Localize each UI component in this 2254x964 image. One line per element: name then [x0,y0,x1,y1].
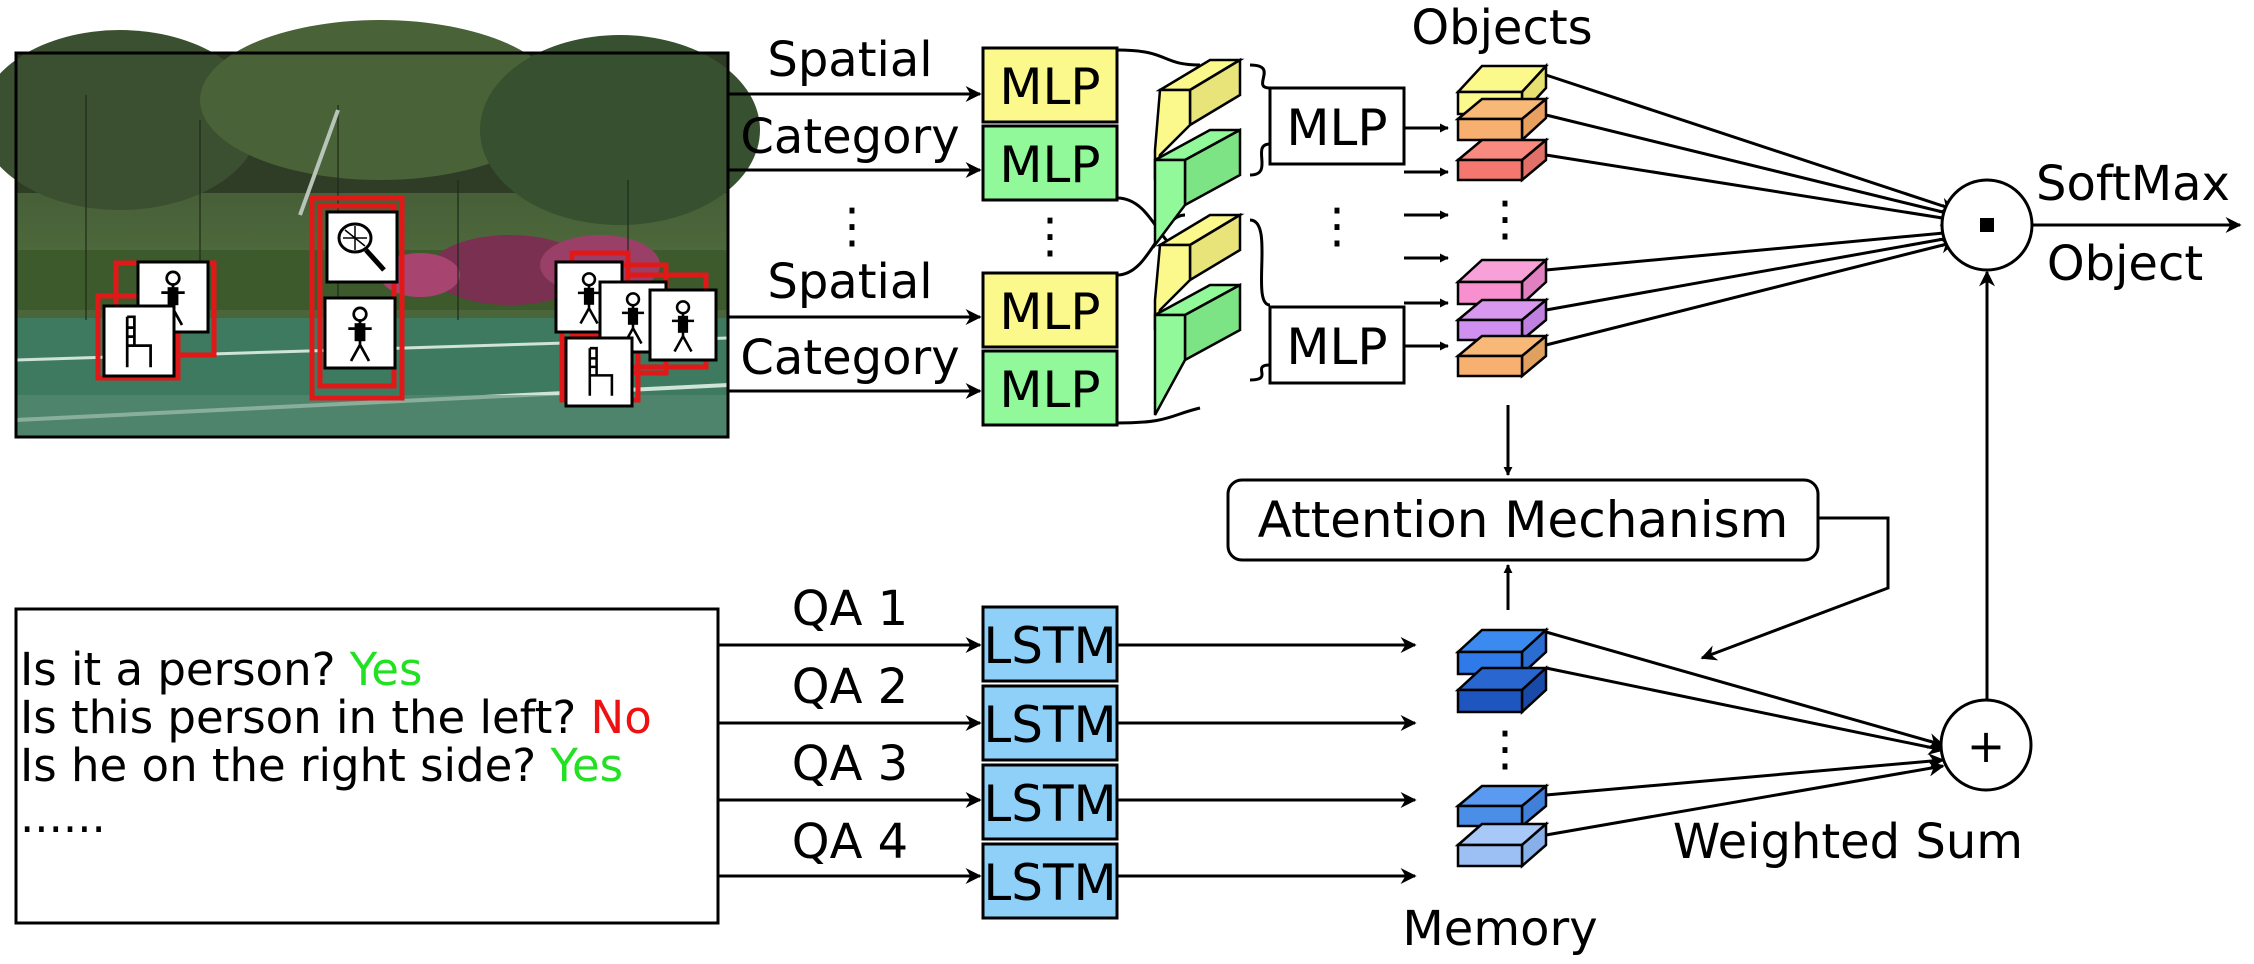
qa-label-2: QA 2 [792,659,908,715]
scene-photo [0,20,760,439]
mlp-fusion-2: MLP [1268,305,1406,385]
dots-mlp: ⋮ [1026,208,1074,264]
dialogue-line-3: Is he on the right side? Yes [20,739,623,792]
svg-text:LSTM: LSTM [983,617,1116,675]
spatial-label-1: Spatial [767,32,932,88]
weighted-sum-label: Weighted Sum [1673,814,2023,870]
mlp-spatial-2: MLP [981,271,1119,349]
dialogue-ellipsis: ...... [20,790,106,843]
memory-to-sum-arrows [1545,630,1945,837]
person-icon [323,296,397,370]
feature-arrows-top [728,86,982,399]
object-to-dot-arrows [1545,73,1957,347]
dots-memory: ⋮ [1481,721,1529,777]
mlp-fusion-1: MLP [1268,86,1406,166]
concat-block-1 [1153,57,1245,249]
object-features-top [1454,62,1550,183]
dots-fusion: ⋮ [1313,198,1361,254]
memory-label: Memory [1402,901,1597,957]
dot-product-node [1940,178,2034,272]
dialogue-line-2: Is this person in the left? No [20,691,652,744]
lstm-4: LSTM [981,842,1119,920]
svg-text:MLP: MLP [999,58,1100,116]
memory-features-bottom [1454,783,1550,869]
svg-text:MLP: MLP [1286,99,1387,157]
chair-icon [102,304,176,378]
category-label-2: Category [740,330,959,386]
chair-icon [564,336,634,408]
svg-text:MLP: MLP [1286,318,1387,376]
object-arrows [1404,123,1449,351]
spatial-label-2: Spatial [767,254,932,310]
dialogue-line-1: Is it a person? Yes [20,643,422,696]
qa-arrows [718,637,982,884]
qa-label-3: QA 3 [792,736,908,792]
svg-text:MLP: MLP [999,136,1100,194]
lstm-1: LSTM [981,605,1119,683]
svg-text:LSTM: LSTM [983,775,1116,833]
objects-label: Objects [1411,0,1592,56]
lstm-to-memory-arrows [1117,637,1417,884]
dialogue-box [14,607,720,925]
category-label-1: Category [740,109,959,165]
object-features-bottom [1454,257,1550,379]
svg-text:+: + [1967,719,2006,773]
qa-label-1: QA 1 [792,581,908,637]
lstm-2: LSTM [981,684,1119,762]
mlp-category-1: MLP [981,124,1119,202]
svg-text:Attention Mechanism: Attention Mechanism [1258,491,1789,549]
mlp-category-2: MLP [981,349,1119,427]
svg-text:LSTM: LSTM [983,854,1116,912]
weighted-sum-node: + [1939,698,2033,792]
attention-weights-arrow [1700,516,1890,661]
tennis-racket-icon [325,210,399,284]
dots-objects: ⋮ [1481,191,1529,247]
dots-inputs: ⋮ [828,198,876,254]
svg-text:LSTM: LSTM [983,696,1116,754]
svg-text:MLP: MLP [999,283,1100,341]
softmax-label: SoftMax [2036,156,2230,212]
qa-label-4: QA 4 [792,814,908,870]
person-icon [648,288,718,362]
memory-features-top [1454,627,1550,715]
mlp-spatial-1: MLP [981,46,1119,124]
concat-block-2 [1153,212,1245,416]
object-output-label: Object [2047,236,2203,292]
svg-text:MLP: MLP [999,361,1100,419]
lstm-3: LSTM [981,763,1119,841]
attention-mechanism: Attention Mechanism [1226,478,1820,562]
